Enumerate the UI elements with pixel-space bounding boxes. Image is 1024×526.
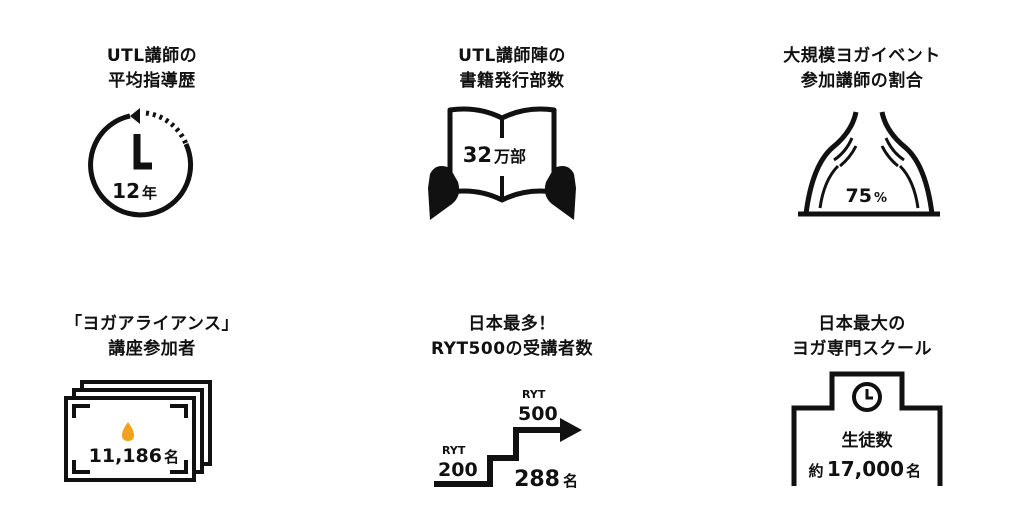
stat-title-line-2: RYT500の受講者数	[430, 339, 594, 359]
stat-value: 32	[463, 143, 492, 167]
stat-title: 日本最大の ヨガ専門スクール	[712, 312, 1012, 362]
stat-value: 75	[846, 185, 872, 207]
stat-value: 12	[112, 179, 140, 203]
stat-title-line-1: UTL講師の	[106, 46, 198, 66]
certificate-stack-icon: 11,186 名	[64, 380, 212, 482]
stat-unit: 名	[906, 462, 921, 480]
stat-title-line-1: 日本最多！	[468, 314, 556, 334]
school-building-icon: 生徒数 約 17,000 名	[791, 371, 943, 486]
stat-caption: 生徒数	[842, 430, 894, 451]
stat-title: 日本最多！ RYT500の受講者数	[362, 312, 662, 362]
step-high-label: RYT	[522, 388, 546, 401]
stat-title: UTL講師陣の 書籍発行部数	[362, 44, 662, 94]
stat-title-line-1: 「ヨガアライアンス」	[65, 314, 239, 334]
stat-title: 大規模ヨガイベント 参加講師の割合	[712, 44, 1012, 94]
step-low-label: RYT	[442, 444, 466, 457]
clock-cycle-icon: 12 年	[88, 108, 194, 218]
stat-title-line-2: 平均指導歴	[108, 71, 196, 91]
stat-title: UTL講師の 平均指導歴	[2, 44, 302, 94]
step-high-value: 500	[518, 403, 558, 425]
stat-prefix: 約	[808, 462, 823, 480]
stat-value: 17,000	[827, 457, 904, 481]
stat-title: 「ヨガアライアンス」 講座参加者	[2, 312, 302, 362]
stat-title-line-2: 講座参加者	[108, 339, 196, 359]
flame-icon	[122, 422, 134, 441]
stat-title-line-1: 大規模ヨガイベント	[783, 46, 941, 66]
stat-unit: 年	[142, 184, 157, 202]
stat-title-line-2: ヨガ専門スクール	[792, 339, 932, 359]
stat-title-line-1: UTL講師陣の	[458, 46, 566, 66]
stat-value: 11,186	[89, 445, 162, 467]
stat-title-line-2: 参加講師の割合	[800, 71, 924, 91]
stage-curtain-icon: 75 %	[798, 111, 940, 217]
stat-title-line-2: 書籍発行部数	[459, 71, 565, 91]
stat-unit: %	[874, 191, 887, 206]
step-low-value: 200	[438, 459, 478, 481]
open-book-icon: 32 万部	[428, 106, 576, 220]
step-arrow-icon: RYT 200 RYT 500 288 名	[434, 388, 582, 492]
stat-value: 288	[514, 467, 560, 492]
stat-unit: 名	[563, 472, 578, 490]
stat-unit: 万部	[493, 147, 526, 166]
stat-unit: 名	[164, 448, 179, 466]
stat-title-line-1: 日本最大の	[818, 314, 906, 334]
